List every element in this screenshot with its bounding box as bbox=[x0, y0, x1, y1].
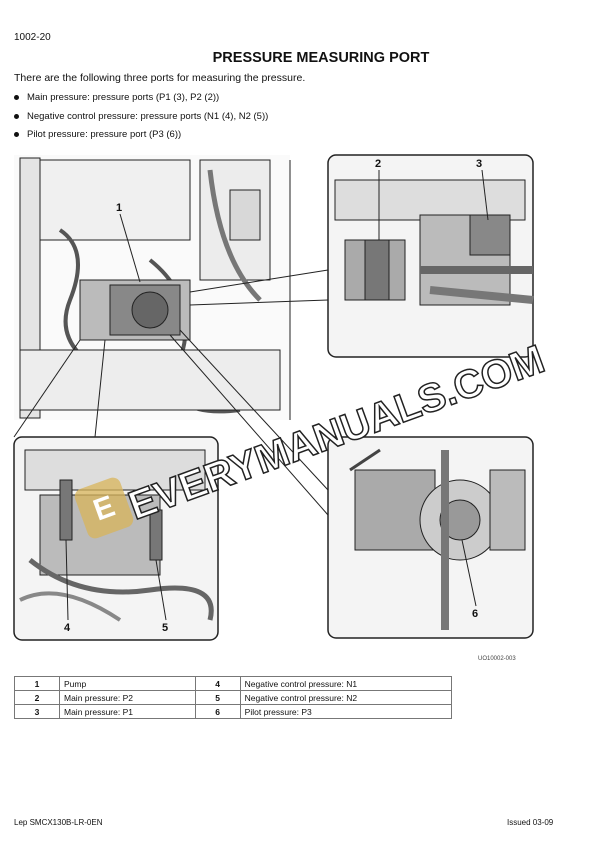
callout-2: 2 bbox=[375, 158, 382, 170]
callout-4: 4 bbox=[64, 622, 71, 634]
footer-issue: Issued 03-09 bbox=[507, 818, 554, 827]
footer-doc-id: Lep SMCX130B-LR-0EN bbox=[14, 818, 103, 827]
callout-5: 5 bbox=[162, 622, 169, 634]
intro-text: There are the following three ports for … bbox=[14, 72, 306, 84]
page-title: PRESSURE MEASURING PORT bbox=[212, 50, 430, 66]
callout-6: 6 bbox=[472, 608, 479, 620]
bullet-item: Negative control pressure: pressure port… bbox=[14, 111, 268, 122]
bullet-item: Pilot pressure: pressure port (P3 (6)) bbox=[14, 129, 181, 140]
inset-pilot-pressure bbox=[327, 436, 534, 639]
page-number: 1002-20 bbox=[14, 32, 51, 43]
inset-main-pressure bbox=[327, 154, 534, 358]
figure-code: UO10002-003 bbox=[478, 656, 516, 662]
callout-3: 3 bbox=[476, 158, 483, 170]
main-view bbox=[14, 155, 291, 420]
bullet-item: Main pressure: pressure ports (P1 (3), P… bbox=[14, 92, 219, 103]
callout-1: 1 bbox=[116, 202, 123, 214]
